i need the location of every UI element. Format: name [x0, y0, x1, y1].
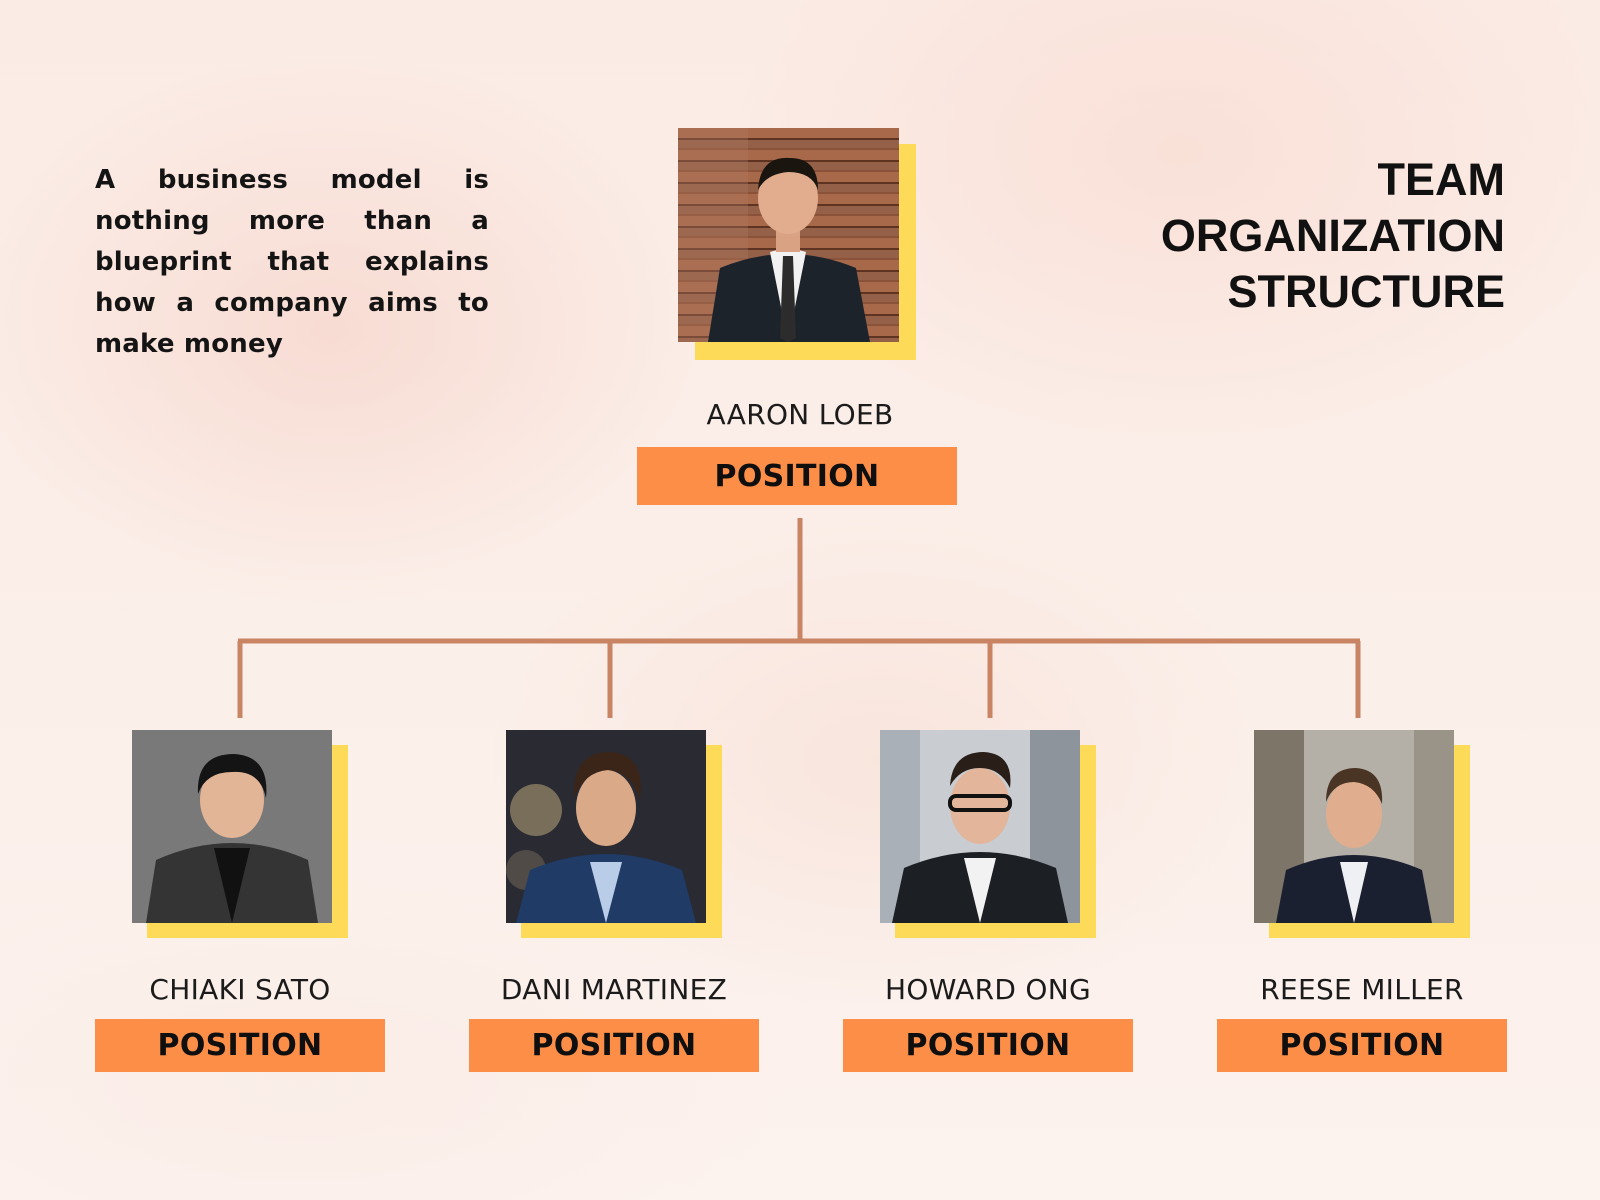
title-line-2: ORGANIZATION: [1160, 210, 1505, 261]
page-title: TEAM ORGANIZATION STRUCTURE: [1045, 152, 1505, 320]
member-position-2: POSITION: [469, 1019, 759, 1072]
member-position-1: POSITION: [95, 1019, 385, 1072]
member-position-3: POSITION: [843, 1019, 1133, 1072]
title-line-1: TEAM: [1377, 154, 1506, 205]
top-member-card: [678, 128, 916, 360]
member-name-4: REESE MILLER: [1260, 973, 1464, 1006]
portrait-photo-icon: [880, 730, 1080, 923]
member-name-3: HOWARD ONG: [885, 973, 1091, 1006]
portrait-photo-icon: [506, 730, 706, 923]
member-card-3: [880, 730, 1096, 938]
top-member-name: AARON LOEB: [706, 398, 894, 431]
title-line-3: STRUCTURE: [1227, 266, 1506, 317]
member-card-4: [1254, 730, 1470, 938]
top-member-position: POSITION: [637, 447, 957, 505]
portrait-photo-icon: [678, 128, 899, 342]
member-card-2: [506, 730, 722, 938]
portrait-photo-icon: [132, 730, 332, 923]
member-name-2: DANI MARTINEZ: [500, 973, 728, 1006]
quote-text: A business model is nothing more than a …: [95, 165, 489, 359]
member-card-1: [132, 730, 348, 938]
portrait-photo-icon: [1254, 730, 1454, 923]
member-name-1: CHIAKI SATO: [149, 973, 331, 1006]
member-position-4: POSITION: [1217, 1019, 1507, 1072]
